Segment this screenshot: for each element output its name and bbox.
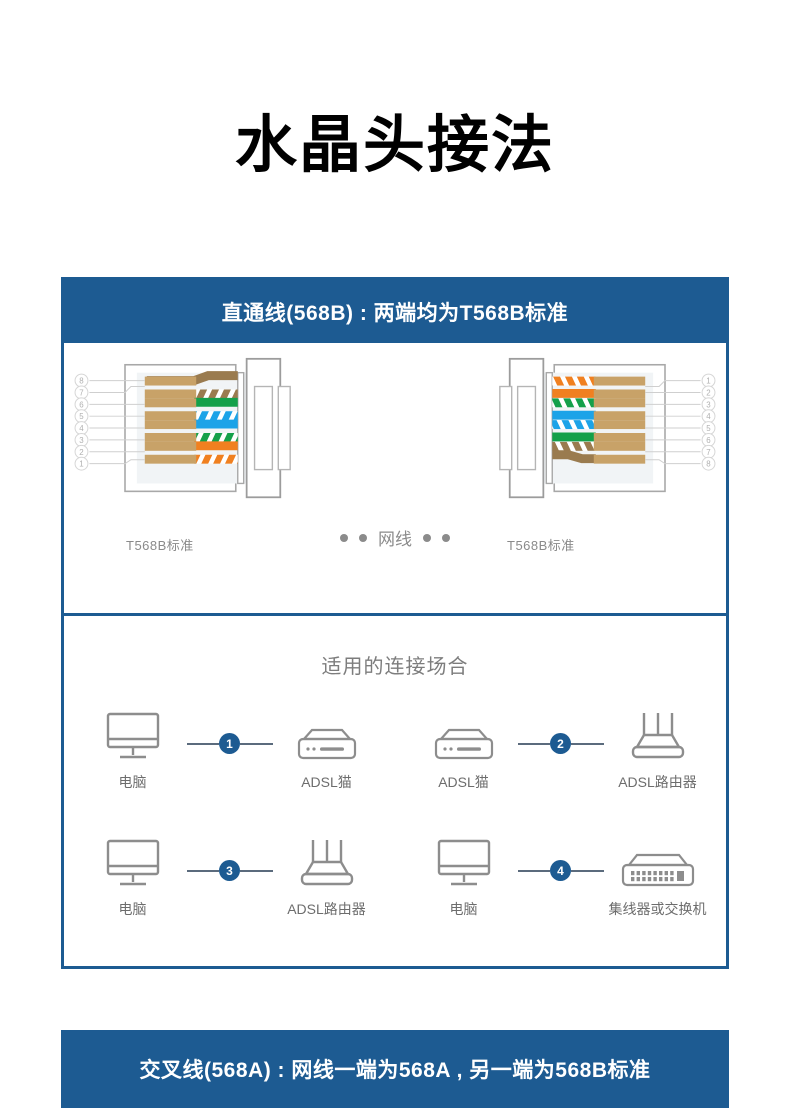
link-line-left <box>517 869 550 872</box>
svg-text:5: 5 <box>706 424 711 433</box>
right-pin-numbers: 1 2 3 4 5 6 7 8 <box>701 373 716 471</box>
link-line-right <box>240 869 273 872</box>
cable-dot-left-1 <box>340 533 348 542</box>
scenario-number-badge: 3 <box>219 860 240 881</box>
svg-text:2: 2 <box>706 388 710 397</box>
scenario-device-label: 电脑 <box>118 901 147 917</box>
svg-text:1: 1 <box>79 460 84 469</box>
scenario-device-right: 集线器或交换机 <box>604 834 712 919</box>
scenario-device-left: 电脑 <box>79 707 187 792</box>
cable-dot-right-2 <box>442 533 450 542</box>
svg-text:8: 8 <box>706 460 711 469</box>
link-line-right <box>571 869 604 872</box>
scenario-device-left: 电脑 <box>79 834 187 919</box>
modem-icon <box>432 707 496 763</box>
scenario-device-label: ADSL猫 <box>438 774 489 790</box>
link-line-left <box>517 742 550 745</box>
svg-text:5: 5 <box>79 412 84 421</box>
scenario-number-badge: 1 <box>219 733 240 754</box>
computer-monitor-icon <box>436 834 492 890</box>
scenario-device-right: ADSL路由器 <box>604 707 712 792</box>
rj45-wiring-svg: 8 7 6 5 4 3 2 1 <box>74 357 716 499</box>
svg-text:1: 1 <box>706 377 711 386</box>
straight-through-panel: 直通线(568B) : 两端均为T568B标准 <box>61 277 729 969</box>
computer-monitor-icon <box>105 707 161 763</box>
cable-dot-right-1 <box>423 533 431 542</box>
scenario-pair-grid: 电脑 1 <box>64 707 726 919</box>
svg-text:3: 3 <box>79 436 84 445</box>
svg-text:4: 4 <box>706 412 711 421</box>
scenario-title: 适用的连接场合 <box>321 656 469 678</box>
switch-icon <box>619 834 697 890</box>
link-line-right <box>571 742 604 745</box>
crossover-banner-text: 交叉线(568A) : 网线一端为568A , 另一端为568B标准 <box>139 1059 651 1082</box>
left-connector-caption: T568B标准 <box>126 538 194 553</box>
svg-text:4: 4 <box>79 424 84 433</box>
router-icon <box>296 834 358 890</box>
scenario-link: 4 <box>517 860 604 881</box>
straight-through-header-text: 直通线(568B) : 两端均为T568B标准 <box>221 301 569 325</box>
svg-text:2: 2 <box>79 448 83 457</box>
scenario-device-label: 电脑 <box>449 901 478 917</box>
scenario-device-right: ADSL路由器 <box>273 834 381 919</box>
computer-monitor-icon <box>105 834 161 890</box>
modem-icon <box>295 707 359 763</box>
scenario-device-label: 集线器或交换机 <box>608 901 707 917</box>
left-rj45-connector: 8 7 6 5 4 3 2 1 <box>74 357 291 499</box>
scenario-device-left: ADSL猫 <box>410 707 518 792</box>
straight-through-header: 直通线(568B) : 两端均为T568B标准 <box>64 280 726 343</box>
scenario-device-left: 电脑 <box>410 834 518 919</box>
right-connector-caption: T568B标准 <box>507 538 575 553</box>
svg-text:7: 7 <box>706 448 710 457</box>
router-icon <box>627 707 689 763</box>
scenario-device-label: ADSL路由器 <box>287 901 366 917</box>
scenario-number-badge: 4 <box>550 860 571 881</box>
scenario-device-label: ADSL路由器 <box>618 774 697 790</box>
scenario-pair: 电脑 4 <box>395 834 726 919</box>
cable-label-group: 网线 <box>340 525 450 550</box>
svg-text:3: 3 <box>706 400 711 409</box>
crossover-banner: 交叉线(568A) : 网线一端为568A , 另一端为568B标准 <box>61 1030 729 1108</box>
scenario-link: 1 <box>186 733 273 754</box>
scenario-section: 适用的连接场合 电脑 1 <box>64 616 726 966</box>
link-line-left <box>186 869 219 872</box>
wiring-diagram-section: 8 7 6 5 4 3 2 1 <box>64 343 726 616</box>
svg-text:7: 7 <box>79 388 83 397</box>
scenario-link: 3 <box>186 860 273 881</box>
scenario-device-label: ADSL猫 <box>301 774 352 790</box>
link-line-left <box>186 742 219 745</box>
scenario-link: 2 <box>517 733 604 754</box>
scenario-device-label: 电脑 <box>118 774 147 790</box>
scenario-pair: ADSL猫 2 <box>395 707 726 792</box>
svg-text:6: 6 <box>706 436 711 445</box>
scenario-device-right: ADSL猫 <box>273 707 381 792</box>
cable-label: 网线 <box>378 530 412 549</box>
svg-text:8: 8 <box>79 377 84 386</box>
cable-dot-left-2 <box>359 533 367 542</box>
scenario-pair: 电脑 1 <box>64 707 395 792</box>
right-rj45-connector <box>499 357 701 499</box>
page-title: 水晶头接法 <box>234 111 555 180</box>
scenario-pair: 电脑 3 <box>64 834 395 919</box>
scenario-number-badge: 2 <box>550 733 571 754</box>
link-line-right <box>240 742 273 745</box>
svg-text:6: 6 <box>79 400 84 409</box>
